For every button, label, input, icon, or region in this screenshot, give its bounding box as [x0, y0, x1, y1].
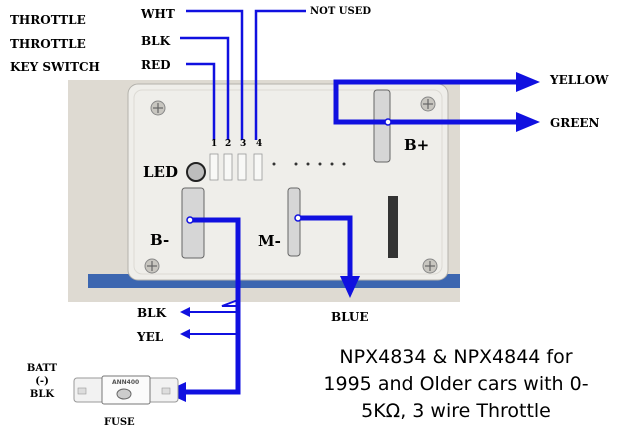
throttle-label: THROTTLE — [10, 13, 86, 27]
branch-wires — [188, 299, 239, 335]
fuse-stamp: ANN400 — [112, 379, 140, 386]
pin-number: 2 — [225, 139, 232, 149]
caption-line: 1995 and Older cars with 0- — [323, 373, 589, 395]
pin-number: 3 — [240, 139, 247, 149]
led-indicator-icon — [186, 162, 206, 182]
pin-number: 1 — [211, 139, 218, 149]
m-minus-terminal — [287, 187, 301, 257]
screw-icon — [150, 100, 166, 116]
screw-icon — [420, 96, 436, 112]
green-wire-label: GREEN — [550, 116, 600, 130]
not-used-label: NOT USED — [310, 6, 372, 17]
red-wire-label: RED — [141, 58, 171, 72]
yel-branch-label: YEL — [137, 330, 164, 344]
led-label: LED — [143, 163, 178, 181]
b-minus-terminal — [181, 187, 205, 259]
pin-number: 4 — [256, 139, 263, 149]
screw-icon — [144, 258, 160, 274]
battery-negative-label: BATT (-) BLK — [26, 363, 58, 400]
arrow-right-icon — [516, 112, 540, 132]
throttle-label: THROTTLE — [10, 37, 86, 51]
arrow-left-icon — [180, 307, 190, 317]
blue-wire-label: BLUE — [331, 310, 369, 324]
caption-line: 5KΩ, 3 wire Throttle — [361, 400, 551, 422]
m-minus-label: M- — [258, 232, 281, 250]
arrow-left-icon — [180, 329, 190, 339]
screw-icon — [422, 258, 438, 274]
arrow-down-icon — [340, 276, 360, 298]
wht-wire-label: WHT — [141, 7, 175, 21]
unused-pin-dots — [272, 162, 346, 166]
yellow-wire-label: YELLOW — [550, 73, 609, 87]
pin-connectors — [209, 153, 263, 181]
blk-wire-label: BLK — [141, 34, 171, 48]
blk-branch-label: BLK — [137, 306, 167, 320]
key-switch-label: KEY SWITCH — [10, 60, 100, 74]
throttle-wires — [180, 9, 306, 140]
terminal-slot — [388, 196, 398, 258]
caption-line: NPX4834 & NPX4844 for — [339, 346, 573, 368]
controller-housing — [127, 83, 449, 281]
model-caption: NPX4834 & NPX4844 for 1995 and Older car… — [282, 344, 630, 425]
b-minus-label: B- — [150, 231, 170, 249]
b-plus-label: B+ — [404, 136, 430, 154]
fuse-icon — [73, 375, 179, 405]
arrow-right-icon — [516, 72, 540, 92]
m-minus-wire — [298, 215, 353, 280]
b-plus-wire — [333, 79, 520, 125]
b-plus-terminal — [373, 89, 391, 163]
fuse-label: FUSE — [104, 417, 135, 428]
